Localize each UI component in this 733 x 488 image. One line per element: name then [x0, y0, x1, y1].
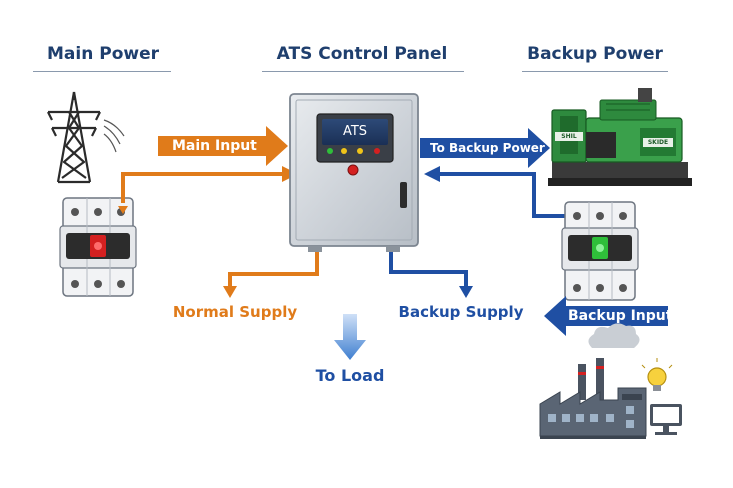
normal-supply-line — [228, 252, 319, 288]
backup-power-underline — [522, 71, 668, 72]
main-power-underline — [33, 71, 171, 72]
generator-plate-left: SHIL — [561, 133, 577, 140]
to-load-label: To Load — [315, 366, 385, 385]
backup-breaker-icon — [561, 201, 639, 301]
backup-input-label: Backup Input — [568, 308, 673, 324]
ats-panel-title: ATS Control Panel — [276, 44, 448, 64]
generator-plate-right: SKIDE — [647, 139, 669, 146]
transmission-tower-icon — [47, 91, 125, 184]
normal-supply-label: Normal Supply — [172, 303, 298, 321]
main-power-title: Main Power — [47, 44, 159, 64]
main-input-arrow — [158, 126, 288, 166]
backup-supply-line — [389, 252, 468, 288]
light-bulb-icon — [641, 358, 673, 391]
to-backup-power-arrow — [420, 128, 550, 168]
backup-supply-label: Backup Supply — [398, 303, 524, 321]
backup-input-arrow — [544, 296, 668, 336]
backup-return-line — [440, 172, 565, 218]
main-feeder-line — [121, 172, 282, 203]
factory-icon — [539, 323, 647, 439]
ats-panel-underline — [262, 71, 464, 72]
generator-icon — [548, 88, 692, 186]
to-backup-power-label: To Backup Power — [430, 141, 545, 155]
main-breaker-icon — [59, 197, 137, 297]
to-load-arrow — [334, 314, 366, 360]
stop-button-icon — [347, 164, 359, 176]
main-input-label: Main Input — [172, 138, 257, 154]
ats-screen-text: ATS — [342, 124, 368, 139]
backup-power-title: Backup Power — [527, 44, 663, 64]
computer-monitor-icon — [650, 404, 682, 435]
ats-cabinet-icon — [289, 93, 419, 252]
cabinet-handle-icon — [400, 182, 407, 208]
